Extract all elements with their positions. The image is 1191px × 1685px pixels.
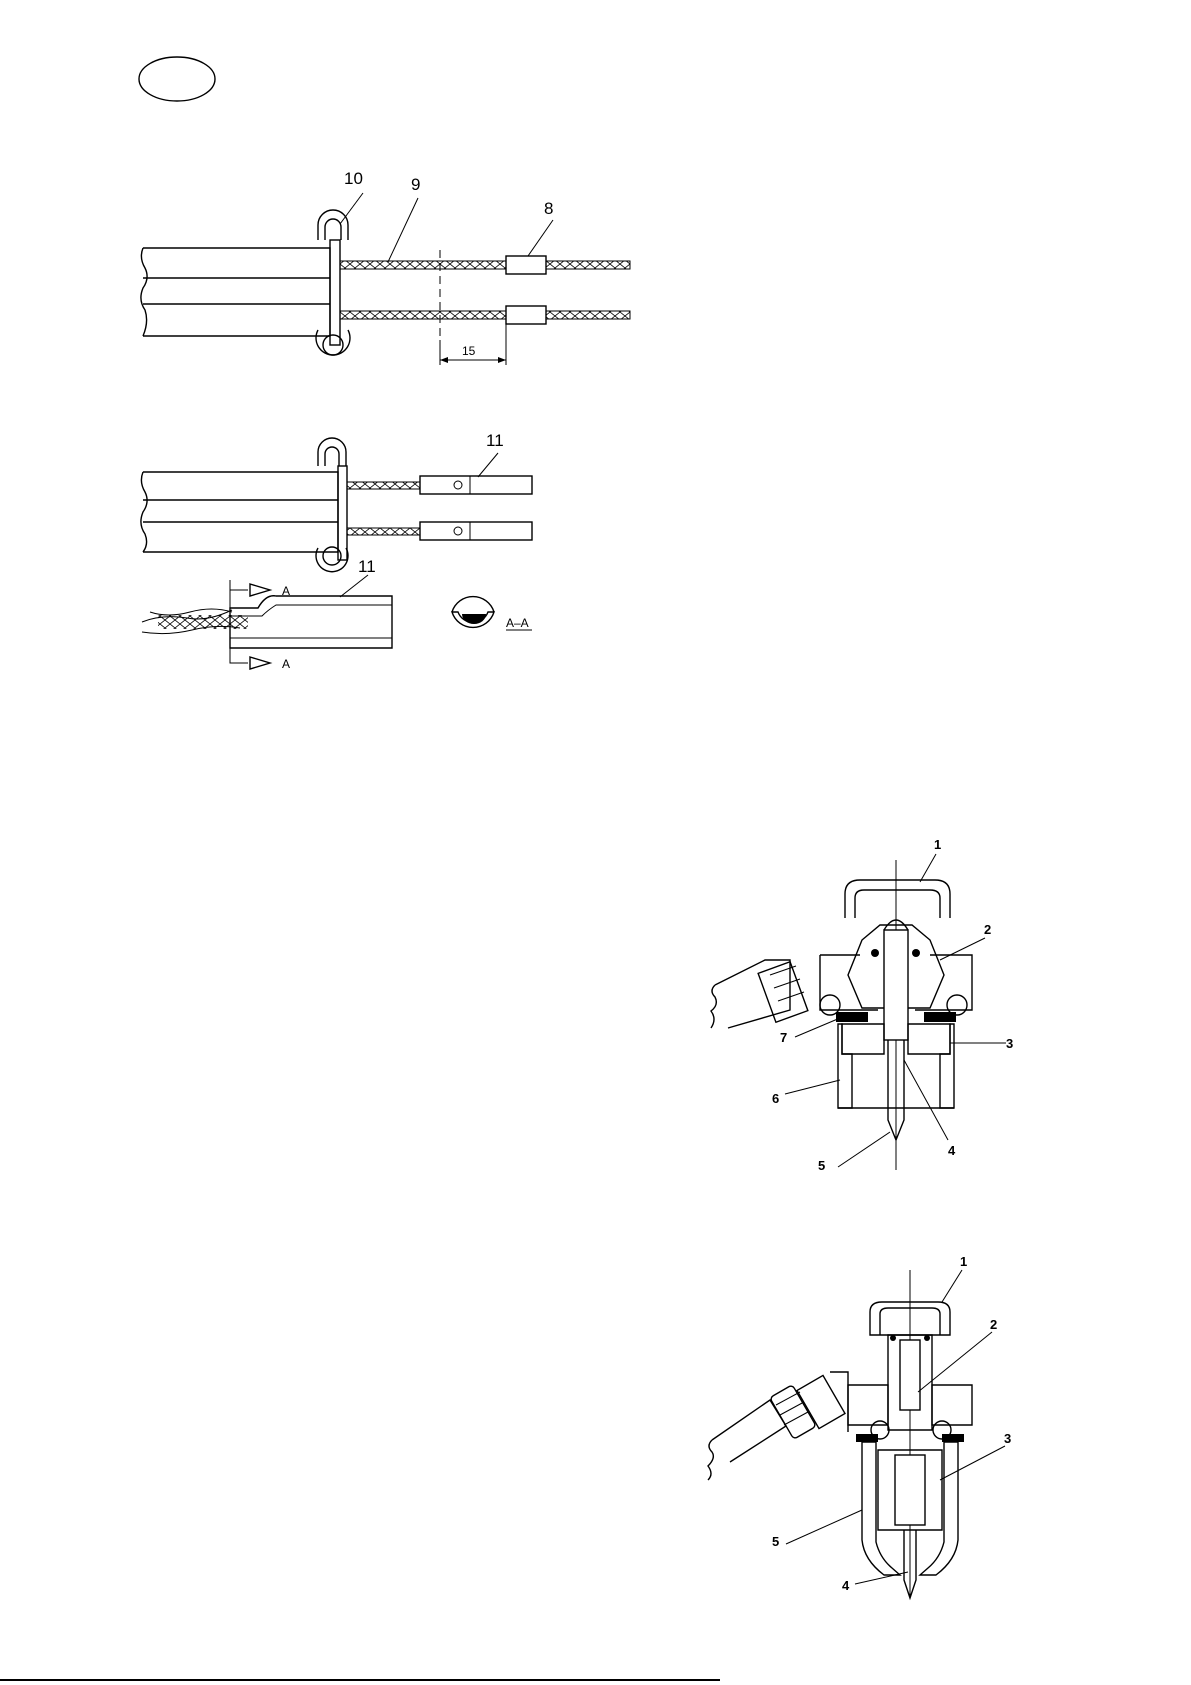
language-badge-oval — [139, 57, 215, 101]
fig5-callout-5: 5 — [772, 1534, 779, 1549]
section-marker-a-top: A — [282, 584, 290, 598]
callout-9: 9 — [411, 175, 420, 194]
fig4-callout-4: 4 — [948, 1143, 956, 1158]
figure-5-electrode-assembly-b — [708, 1270, 1005, 1598]
fig4-callout-2: 2 — [984, 922, 991, 937]
fig4-callout-1: 1 — [934, 837, 941, 852]
section-marker-a-bottom: A — [282, 657, 290, 671]
section-label-a-a: A–A — [506, 616, 529, 630]
fig5-callout-1: 1 — [960, 1254, 967, 1269]
fig4-callout-3: 3 — [1006, 1036, 1013, 1051]
fig4-callout-5: 5 — [818, 1158, 825, 1173]
fig4-callout-7: 7 — [780, 1030, 787, 1045]
fig5-callout-3: 3 — [1004, 1431, 1011, 1446]
fig5-callout-4: 4 — [842, 1578, 850, 1593]
figure-2-crimp-ferrules — [141, 438, 532, 572]
fig5-callout-2: 2 — [990, 1317, 997, 1332]
fig4-callout-6: 6 — [772, 1091, 779, 1106]
figure-3-crimp-section — [142, 575, 532, 669]
callout-8: 8 — [544, 199, 553, 218]
callout-10: 10 — [344, 169, 363, 188]
callout-11-section: 11 — [358, 557, 376, 576]
callout-11-top: 11 — [486, 431, 504, 450]
figure-1-cable-stripping — [141, 193, 630, 365]
dimension-15: 15 — [462, 344, 476, 358]
figure-4-electrode-assembly-a — [711, 854, 1006, 1170]
